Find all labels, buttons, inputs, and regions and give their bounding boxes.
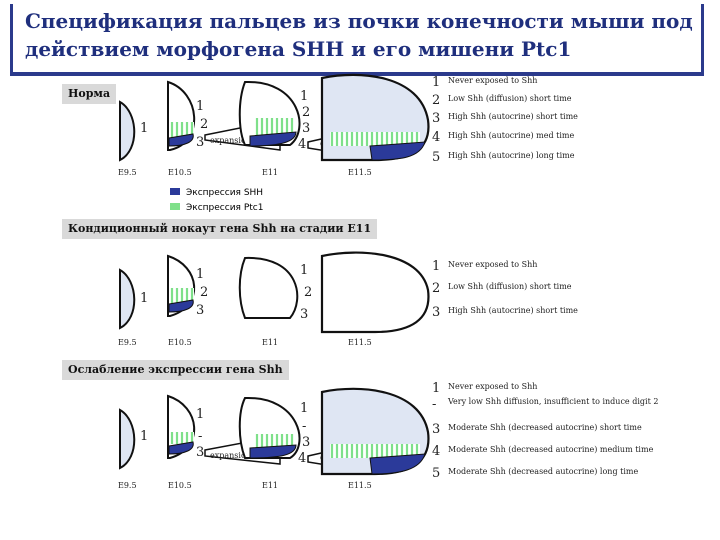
legend-label-ptc1: Экспрессия Ptc1 <box>186 203 263 213</box>
slide-title: Спецификация пальцев из почки конечности… <box>25 9 693 61</box>
legend-swatch-shh <box>170 188 180 195</box>
title-bar: Спецификация пальцев из почки конечности… <box>10 4 704 72</box>
digit-description: Moderate Shh (decreased autocrine) long … <box>448 467 638 476</box>
digit-description: High Shh (autocrine) med time <box>448 131 575 140</box>
shh-region <box>369 453 426 475</box>
digit-number: 2 <box>432 281 440 296</box>
stage-label: E11.5 <box>348 481 372 490</box>
digit-number: 3 <box>432 305 440 320</box>
limb-bud-e11 <box>238 256 299 319</box>
digit-description: High Shh (autocrine) short time <box>448 306 578 315</box>
digit-description: Very low Shh diffusion, insufficient to … <box>447 397 658 406</box>
ptc1-region <box>330 444 420 458</box>
limb-bud-e11-5 <box>320 251 430 334</box>
svg-text:1: 1 <box>300 401 308 416</box>
svg-text:3: 3 <box>196 303 204 318</box>
digit-number: 1 <box>432 259 440 274</box>
shh-region <box>369 141 426 161</box>
svg-text:3: 3 <box>300 307 308 322</box>
digit-number: 3 <box>432 422 440 437</box>
svg-text:3: 3 <box>196 135 204 150</box>
digit-description: High Shh (autocrine) long time <box>448 151 575 160</box>
digit-description: Low Shh (diffusion) short time <box>448 282 572 291</box>
stage-label: E11 <box>262 338 278 347</box>
shh-region <box>168 133 194 147</box>
svg-text:4: 4 <box>298 137 306 152</box>
svg-text:1: 1 <box>196 267 204 282</box>
digit-number: 1 <box>432 75 440 90</box>
digit-description: High Shh (autocrine) short time <box>448 112 578 121</box>
svg-text:1: 1 <box>300 89 308 104</box>
limb-bud-e9-5 <box>119 268 136 330</box>
ptc1-region <box>170 122 194 138</box>
stage-label: E9.5 <box>118 338 137 347</box>
ptc1-region <box>170 288 194 304</box>
stage-label: E10.5 <box>168 338 192 347</box>
digit-description: Low Shh (diffusion) short time <box>448 94 572 103</box>
stage-label: E9.5 <box>118 168 137 177</box>
legend-label-shh: Экспрессия SHH <box>186 188 263 198</box>
shh-region <box>249 444 297 459</box>
row-reduced: 1 1-3 expansion 1-34 expansion E9.5 E10.… <box>118 381 658 490</box>
digit-description: Never exposed to Shh <box>448 382 537 391</box>
svg-text:3: 3 <box>302 121 310 136</box>
digit-number: 4 <box>432 444 440 459</box>
digit-description: Moderate Shh (decreased autocrine) short… <box>448 423 642 432</box>
svg-text:1: 1 <box>300 263 308 278</box>
stage-label: E9.5 <box>118 481 137 490</box>
shh-region <box>249 131 297 147</box>
svg-text:2: 2 <box>304 285 312 300</box>
svg-text:1: 1 <box>140 429 148 444</box>
stage-label: E10.5 <box>168 168 192 177</box>
section-label-norm: Норма <box>62 84 117 104</box>
svg-text:3: 3 <box>302 435 310 450</box>
svg-text:-: - <box>198 429 202 444</box>
ptc1-region <box>255 434 295 448</box>
stage-label: E10.5 <box>168 481 192 490</box>
svg-text:1: 1 <box>196 99 204 114</box>
legend: Экспрессия SHH Экспрессия Ptc1 <box>170 188 263 213</box>
digit-description: Never exposed to Shh <box>448 260 537 269</box>
digit-number: 1 <box>432 381 440 396</box>
svg-text:4: 4 <box>298 451 306 466</box>
shh-region <box>168 299 194 313</box>
row-knockout: 1 1 2 3 1 2 3 E9.5 E10.5 E11 E11.5 1 Never e… <box>118 251 578 347</box>
ptc1-region <box>170 432 194 444</box>
legend-swatch-ptc1 <box>170 203 180 210</box>
digit-number: 5 <box>432 150 440 165</box>
digit-number: 5 <box>432 466 440 481</box>
expansion-label: expansion <box>210 136 251 145</box>
section-label-knockout: Кондиционный нокаут гена Shh на стадии E… <box>62 219 378 239</box>
svg-text:1: 1 <box>196 407 204 422</box>
expansion-label: expansion <box>210 451 251 460</box>
limb-bud-e9-5 <box>119 100 136 162</box>
svg-text:2: 2 <box>302 105 310 120</box>
shh-region <box>168 441 194 455</box>
digit-number: 4 <box>432 130 440 145</box>
svg-text:1: 1 <box>140 291 148 306</box>
digit-number: 2 <box>432 93 440 108</box>
svg-text:2: 2 <box>200 117 208 132</box>
stage-label: E11.5 <box>348 168 372 177</box>
stage-label: E11 <box>262 168 278 177</box>
stage-label: E11.5 <box>348 338 372 347</box>
section-label-reduced: Ослабление экспрессии гена Shh <box>62 360 289 380</box>
ptc1-region <box>255 118 295 136</box>
digit-description: Never exposed to Shh <box>448 76 537 85</box>
digit-number: - <box>432 397 436 412</box>
svg-text:-: - <box>302 419 306 434</box>
digit-number: 3 <box>432 111 440 126</box>
svg-text:1: 1 <box>140 121 148 136</box>
svg-text:3: 3 <box>196 445 204 460</box>
digit-description: Moderate Shh (decreased autocrine) mediu… <box>448 445 654 454</box>
stage-label: E11 <box>262 481 278 490</box>
limb-bud-e9-5 <box>119 408 136 470</box>
ptc1-region <box>330 132 420 146</box>
svg-text:2: 2 <box>200 285 208 300</box>
